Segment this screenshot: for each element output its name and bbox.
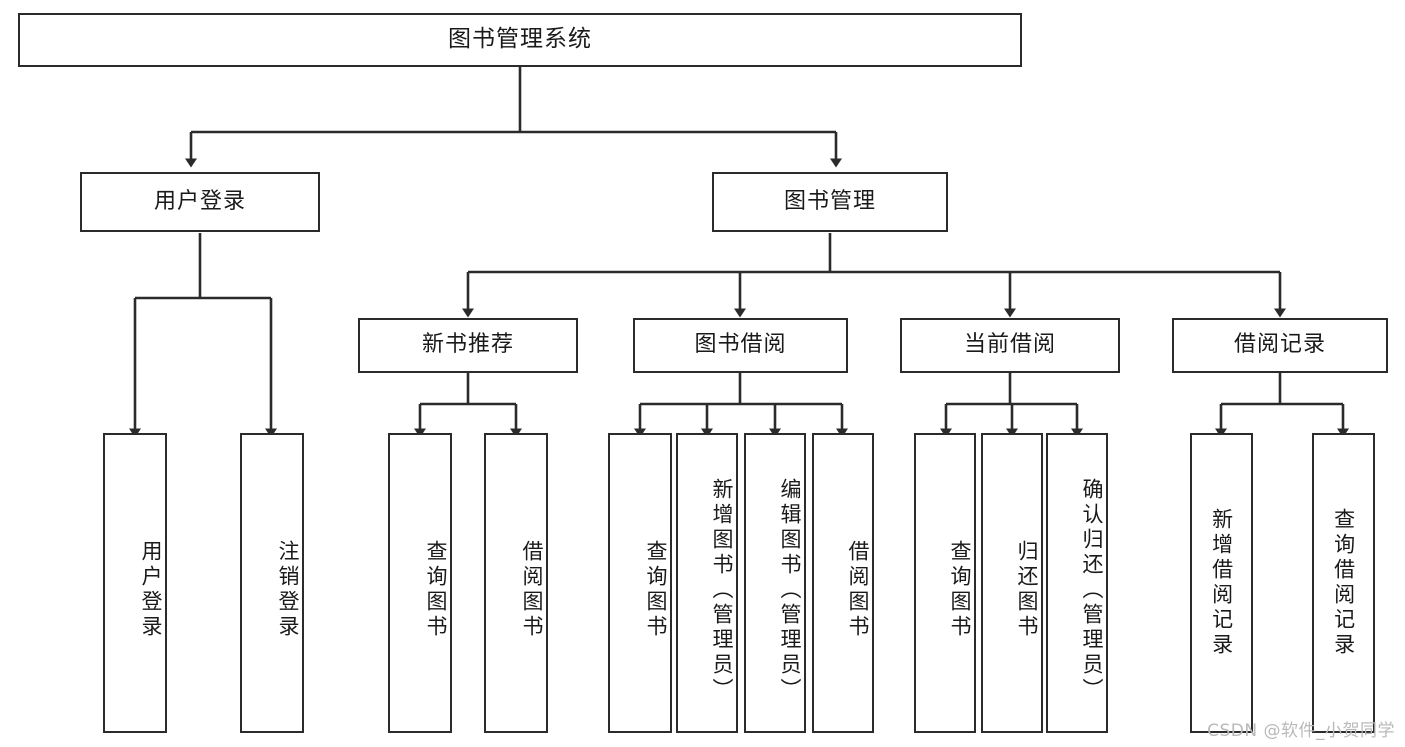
node-label: 用户登录 bbox=[139, 540, 163, 640]
leaf-edit-book[interactable]: 编辑图书（管理员） bbox=[744, 433, 806, 733]
node-label: 当前借阅 bbox=[963, 332, 1056, 358]
node-label: 图书借阅 bbox=[694, 332, 787, 358]
node-label: 确认归还（管理员） bbox=[1080, 477, 1104, 703]
leaf-query-book-borrow[interactable]: 查询图书 bbox=[608, 433, 672, 733]
node-label: 查询图书 bbox=[644, 540, 668, 640]
node-label: 注销登录 bbox=[276, 540, 300, 640]
leaf-confirm-return[interactable]: 确认归还（管理员） bbox=[1046, 433, 1108, 733]
leaf-query-book-recommend[interactable]: 查询图书 bbox=[388, 433, 452, 733]
node-label: 查询借阅记录 bbox=[1331, 508, 1356, 658]
leaf-borrow-book-recommend[interactable]: 借阅图书 bbox=[484, 433, 548, 733]
node-root-book-management-system[interactable]: 图书管理系统 bbox=[18, 13, 1022, 67]
node-label: 借阅图书 bbox=[520, 540, 544, 640]
node-book-management[interactable]: 图书管理 bbox=[712, 172, 948, 232]
node-label: 查询图书 bbox=[424, 540, 448, 640]
node-label: 图书管理系统 bbox=[448, 26, 592, 53]
node-book-borrow[interactable]: 图书借阅 bbox=[633, 318, 848, 373]
node-label: 新增图书（管理员） bbox=[710, 477, 734, 703]
node-label: 借阅图书 bbox=[846, 540, 870, 640]
node-label: 查询图书 bbox=[948, 540, 972, 640]
leaf-add-borrow-record[interactable]: 新增借阅记录 bbox=[1190, 433, 1253, 733]
node-label: 新增借阅记录 bbox=[1209, 508, 1234, 658]
leaf-return-book[interactable]: 归还图书 bbox=[981, 433, 1043, 733]
node-label: 编辑图书（管理员） bbox=[778, 477, 802, 703]
node-current-borrow[interactable]: 当前借阅 bbox=[900, 318, 1120, 373]
node-label: 图书管理 bbox=[783, 188, 876, 214]
leaf-query-borrow-record[interactable]: 查询借阅记录 bbox=[1312, 433, 1375, 733]
leaf-add-book[interactable]: 新增图书（管理员） bbox=[676, 433, 738, 733]
node-label: 借阅记录 bbox=[1233, 332, 1326, 358]
node-borrow-record[interactable]: 借阅记录 bbox=[1172, 318, 1388, 373]
leaf-borrow-book[interactable]: 借阅图书 bbox=[812, 433, 874, 733]
node-label: 用户登录 bbox=[153, 188, 246, 214]
leaf-user-login[interactable]: 用户登录 bbox=[103, 433, 167, 733]
node-new-book-recommend[interactable]: 新书推荐 bbox=[358, 318, 578, 373]
node-label: 新书推荐 bbox=[421, 332, 514, 358]
leaf-query-book-current[interactable]: 查询图书 bbox=[914, 433, 976, 733]
leaf-user-logout[interactable]: 注销登录 bbox=[240, 433, 304, 733]
node-user-login[interactable]: 用户登录 bbox=[80, 172, 320, 232]
node-label: 归还图书 bbox=[1015, 540, 1039, 640]
